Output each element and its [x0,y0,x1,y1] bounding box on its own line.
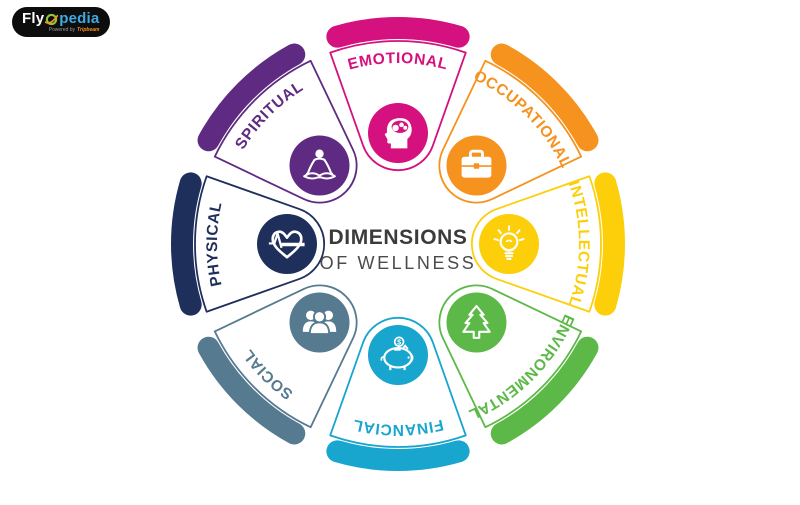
segment-outline [194,175,325,313]
segment-label-emotional: EMOTIONAL [346,50,450,74]
segment-arc-band [171,172,202,316]
segment-label-intellectual: INTELLECTUAL [565,179,592,309]
segment-outline [438,59,583,204]
wheel-center-title-block: DIMENSIONS OF WELLNESS [320,226,477,274]
segment-outline [213,284,358,429]
segment-label-physical: PHYSICAL [204,200,226,288]
segment-outline [329,40,467,171]
logo-text-fly: Fly [22,10,45,27]
o-swoosh-icon [45,13,59,25]
segment-outline [471,175,602,313]
logo-wordmark: Fly pedia [22,11,99,27]
segment-icon-circle [479,214,539,274]
segment-occupational: OCCUPATIONAL [438,43,599,204]
segment-arc-band [326,17,470,48]
center-title: DIMENSIONS [328,226,468,249]
flyopedia-logo: Fly pedia Powered by Tripbeam [13,8,110,36]
segment-icon-circle [368,325,428,385]
segment-outline [438,284,583,429]
logo-text-pedia: pedia [59,10,100,27]
segment-arc-band [490,336,599,445]
center-subtitle: OF WELLNESS [319,253,477,273]
segment-financial: FINANCIAL [326,317,470,471]
segment-label-financial: FINANCIAL [351,416,445,438]
segment-arc-band [594,172,625,316]
segment-outline [213,59,358,204]
segment-outline [329,317,467,448]
logo-tagline: Powered by Tripbeam [49,27,100,33]
segment-physical: PHYSICAL [171,172,325,316]
logo-tagline-text: Powered by [48,27,76,33]
segment-arc-band [197,43,306,152]
segment-arc-band [197,336,306,445]
segment-environmental: ENVIRONMENTAL [438,284,599,445]
segment-arc-band [326,440,470,471]
segment-icon-circle [289,135,350,196]
segment-icon-circle [446,292,507,353]
segment-arc-band [490,43,599,152]
people-icon [301,309,338,335]
segment-social: SOCIAL [197,284,358,445]
logo-tagline-brand: Tripbeam [77,27,100,33]
segment-spiritual: SPIRITUAL [197,43,358,204]
